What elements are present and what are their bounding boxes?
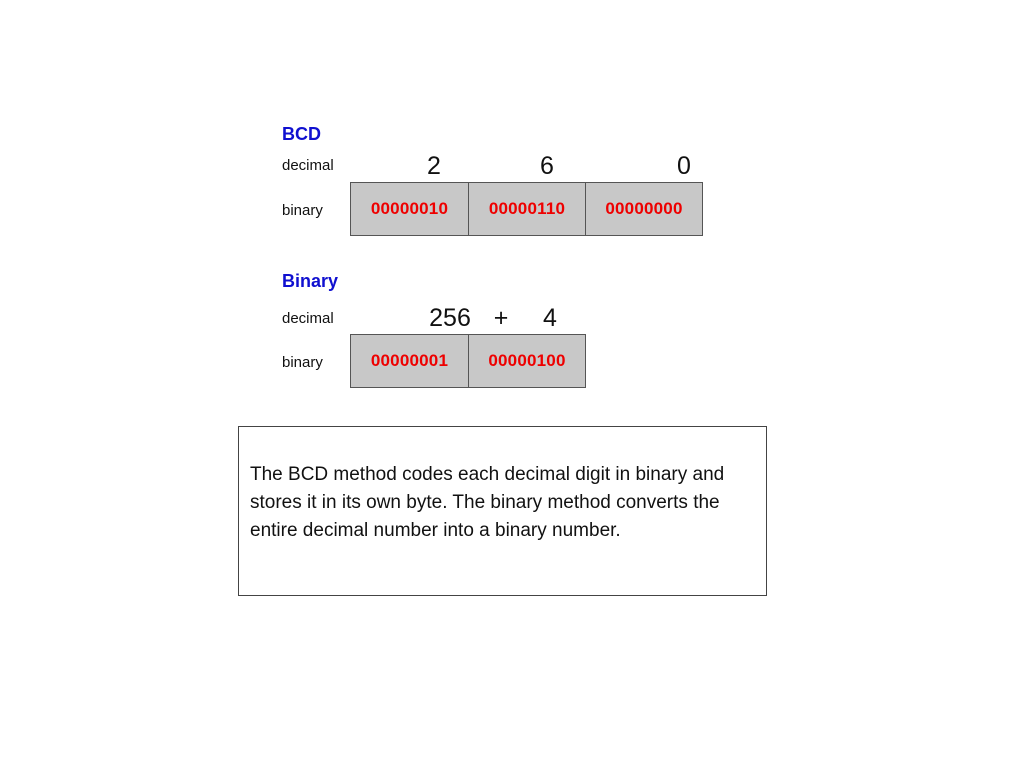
bcd-digit: 6 xyxy=(540,152,554,180)
bcd-decimal-label: decimal xyxy=(282,157,334,174)
binary-decimal-label: decimal xyxy=(282,310,334,327)
bcd-byte-cell: 00000000 xyxy=(585,183,702,235)
binary-decimal-right: 4 xyxy=(543,304,557,332)
bcd-byte-cells: 00000010 00000110 00000000 xyxy=(350,182,703,236)
bcd-digit: 2 xyxy=(427,152,441,180)
binary-byte-cell: 00000001 xyxy=(370,351,449,370)
binary-heading: Binary xyxy=(282,271,339,291)
binary-decimal-left: 256 xyxy=(429,304,471,332)
bcd-heading: BCD xyxy=(282,124,321,144)
binary-binary-label: binary xyxy=(282,354,323,371)
binary-byte-cell: 00000100 xyxy=(468,335,585,387)
binary-plus-sign: + xyxy=(493,304,509,332)
binary-byte-cells: 00000001 00000100 xyxy=(350,334,586,388)
bcd-byte-cell: 00000110 xyxy=(468,183,585,235)
explanation-box: The BCD method codes each decimal digit … xyxy=(238,426,767,596)
bcd-binary-label: binary xyxy=(282,202,323,219)
bcd-byte-cell: 00000010 xyxy=(370,199,449,218)
bcd-digit: 0 xyxy=(677,152,691,180)
explanation-text: The BCD method codes each decimal digit … xyxy=(250,464,725,541)
